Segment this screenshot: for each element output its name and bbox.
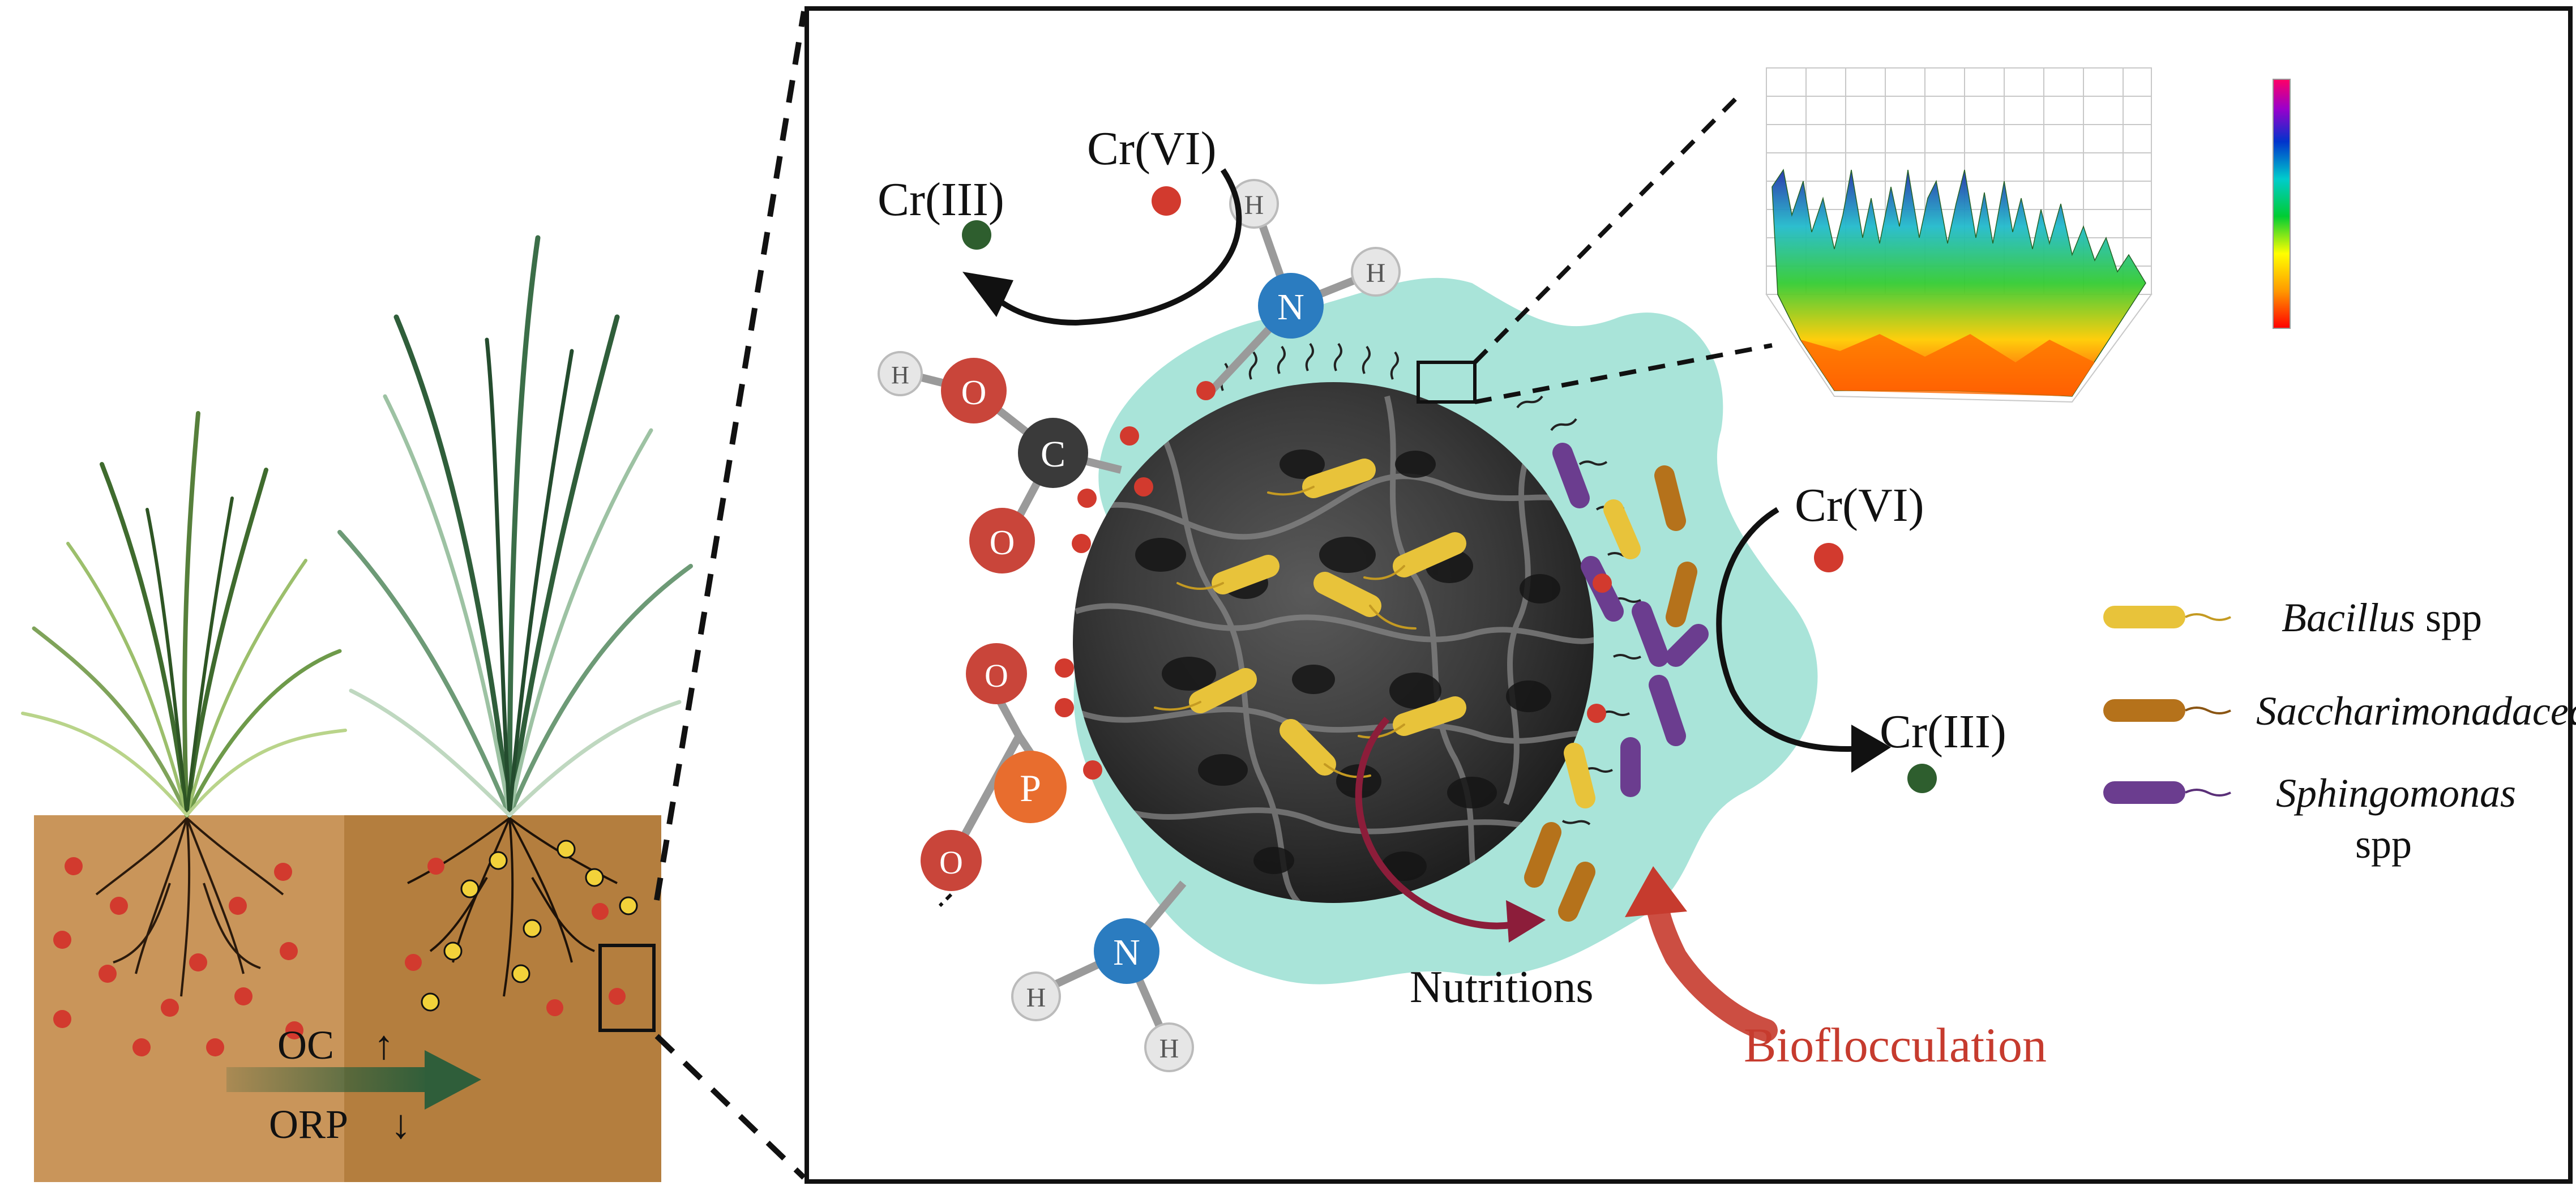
legend: Bacillus spp Saccharimonadaceae Sphingom… [2103,595,2576,867]
bacterium-icon [1558,862,1595,922]
cr-iii-label-top: Cr(III) [878,173,1004,226]
atom-label-h: H [891,361,909,389]
atom-label-h: H [1159,1034,1179,1064]
bacterium-icon [1363,532,1466,580]
oxygen-atom [921,830,982,891]
bacterium-icon [1176,555,1280,594]
legend-label-sphingomonas-suffix: spp [2355,821,2412,867]
bacterium-icon [1552,443,1590,508]
phosphorus-atom [994,751,1067,823]
surface-functional-hairs [1220,343,1641,825]
orp-label: ORP [269,1102,348,1147]
soil-panel: OC ↑ ORP ↓ [21,235,693,1182]
chromium-reduction-right: Cr(VI) Cr(III) [1716,479,2006,793]
oc-up-arrow: ↑ [374,1022,394,1068]
bacterium-icon [1649,675,1686,746]
bacterium-icon [1666,624,1709,667]
cr-vi-label-top: Cr(VI) [1087,122,1217,175]
biochar-particle [1073,382,1594,903]
bacterium-icon [1313,572,1417,630]
bacterium-icon [1154,668,1257,713]
bioflocculation-label: Bioflocculation [1744,1018,2047,1072]
atom-label-p: P [1020,767,1041,810]
surface-zoom-lines [1473,89,1773,404]
bacterium-icon [1358,696,1466,739]
bacterium-icon [1280,719,1371,778]
bacterium-icon [1564,743,1595,808]
legend-item-saccharimonadaceae: Saccharimonadaceae [2103,688,2576,734]
legend-item-bacillus: Bacillus spp [2103,595,2482,640]
cr-vi-label-right: Cr(VI) [1795,479,1924,532]
legend-item-sphingomonas: Sphingomonas spp [2103,770,2516,867]
functional-groups: N H H H O C O O P O N H H [878,179,1401,1072]
oxygen-atom [941,358,1007,423]
zoom-source-box [598,944,656,1032]
soil-right-block [344,815,661,1182]
cr-vi-ion-icon [1152,186,1181,216]
hydrogen-atom [1011,971,1061,1021]
hydrogen-atom [1229,179,1279,229]
hydrogen-atom [1144,1022,1194,1072]
chromium-ion-dots-right [405,840,638,1016]
cr-vi-ion-icon [1814,543,1843,572]
legend-label-sphingomonas: Sphingomonas [2276,770,2516,816]
bacterium-icon [1632,601,1669,667]
cr-iii-label-right: Cr(III) [1880,705,2006,758]
grass-plant-left-icon [21,411,347,817]
bacterium-icon [1267,459,1376,498]
legend-label-saccharimonadaceae: Saccharimonadaceae [2256,688,2576,734]
oxygen-atom [969,508,1035,573]
atom-label-n-bottom: N [1113,932,1140,973]
atom-label-o: O [961,374,987,412]
surface-zoom-box [1417,361,1477,404]
nutritions-label: Nutritions [1410,962,1593,1012]
atom-label-h: H [1366,258,1386,288]
chromium-ion-dots-left [53,857,303,1056]
atom-label-c: C [1041,434,1066,475]
bioflocculation-arrow [1625,866,1778,1042]
oxygen-atom [966,643,1027,704]
atom-label-n-top: N [1277,286,1304,328]
root-left-icon [95,817,284,997]
chromium-reduction-top: Cr(VI) Cr(III) [878,122,1242,326]
colorbar [2273,79,2291,329]
bacterium-icon [1603,499,1641,559]
cr-iii-ion-icon [1907,764,1937,793]
legend-label-bacillus: Bacillus spp [2282,595,2482,640]
carbon-atom [1018,418,1088,488]
nutrition-arrow [1355,717,1546,943]
atom-label-o: O [939,844,963,881]
bacteria-on-particle [1154,459,1466,778]
atom-label-h: H [1244,190,1264,220]
orp-down-arrow: ↓ [391,1102,411,1147]
soil-improvement-arrow [226,1050,481,1110]
hydrogen-atom [1351,247,1401,297]
bacterium-icon [1654,465,1686,531]
bacterium-icon [1666,562,1697,627]
zoom-lines [654,11,807,1180]
atom-label-o: O [990,524,1015,562]
grass-plant-right-icon [337,235,693,818]
bacterium-icon [1524,822,1561,888]
atom-label-o: O [985,657,1008,694]
oc-label: OC [277,1022,334,1068]
atom-label-h: H [1026,983,1046,1013]
cr-iii-ion-icon [962,220,991,250]
nitrogen-atom [1094,918,1159,984]
surface-plot-icon [1765,67,2291,403]
hydrogen-atom [878,351,923,396]
nitrogen-atom [1258,273,1324,339]
adsorbed-chromium-dots [1055,381,1612,780]
